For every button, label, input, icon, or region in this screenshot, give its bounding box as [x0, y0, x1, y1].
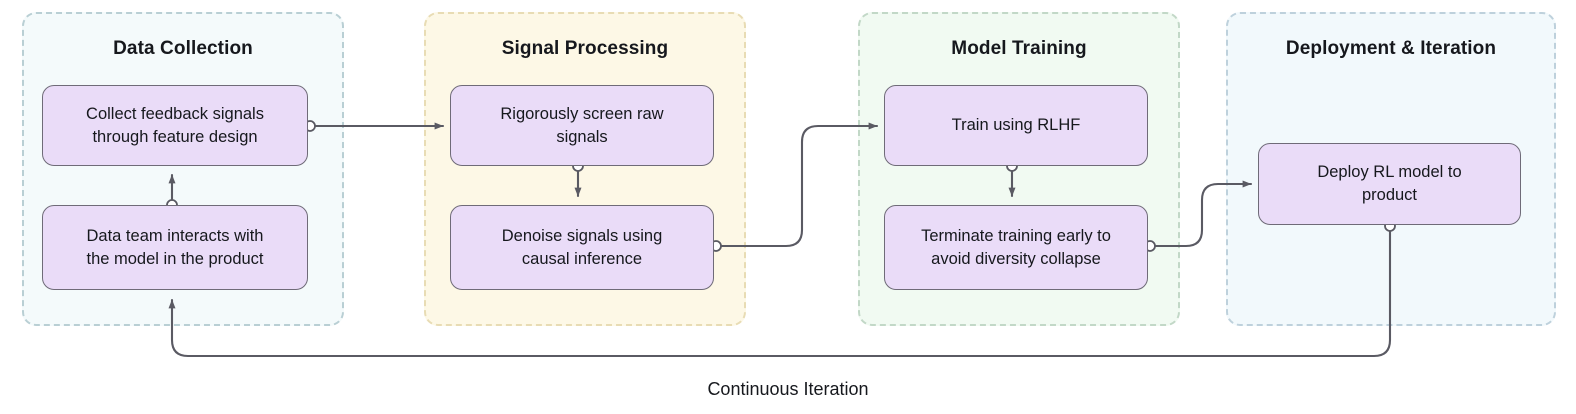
node-terminate-training-early[interactable]: Terminate training early to avoid divers…: [884, 205, 1148, 290]
node-collect-feedback-signals[interactable]: Collect feedback signals through feature…: [42, 85, 308, 166]
node-label-line2: avoid diversity collapse: [931, 249, 1101, 268]
node-label-line2: through feature design: [92, 127, 258, 146]
node-label-line1: Deploy RL model to: [1317, 163, 1462, 182]
node-rigorously-screen-raw-signals[interactable]: Rigorously screen raw signals: [450, 85, 714, 166]
node-label-line1: Data team interacts with: [86, 226, 264, 245]
node-label-line2: product: [1361, 186, 1418, 204]
node-label-line1: Terminate training early to: [921, 226, 1111, 245]
node-denoise-signals[interactable]: Denoise signals using causal inference: [450, 205, 714, 290]
node-deploy-rl-model[interactable]: Deploy RL model to product: [1258, 143, 1521, 225]
node-label-line1: Collect feedback signals: [86, 104, 264, 123]
continuous-iteration-label: Continuous Iteration: [707, 379, 869, 399]
node-label-line1: Train using RLHF: [951, 116, 1081, 135]
group-title-deployment-iteration: Deployment & Iteration: [1285, 38, 1497, 59]
edge-deploy-to-data-team-feedback: [168, 226, 1392, 358]
node-label-line1: Rigorously screen raw: [500, 104, 664, 123]
group-title-data-collection: Data Collection: [113, 38, 253, 59]
group-title-model-training: Model Training: [951, 38, 1087, 59]
node-label-line1: Denoise signals using: [501, 226, 663, 245]
node-label-line2: signals: [556, 127, 608, 146]
group-title-signal-processing: Signal Processing: [501, 38, 669, 59]
node-label-line2: the model in the product: [86, 249, 264, 268]
node-data-team-interacts[interactable]: Data team interacts with the model in th…: [42, 205, 308, 290]
node-train-using-rlhf[interactable]: Train using RLHF: [884, 85, 1148, 166]
node-label-line2: causal inference: [521, 249, 643, 268]
